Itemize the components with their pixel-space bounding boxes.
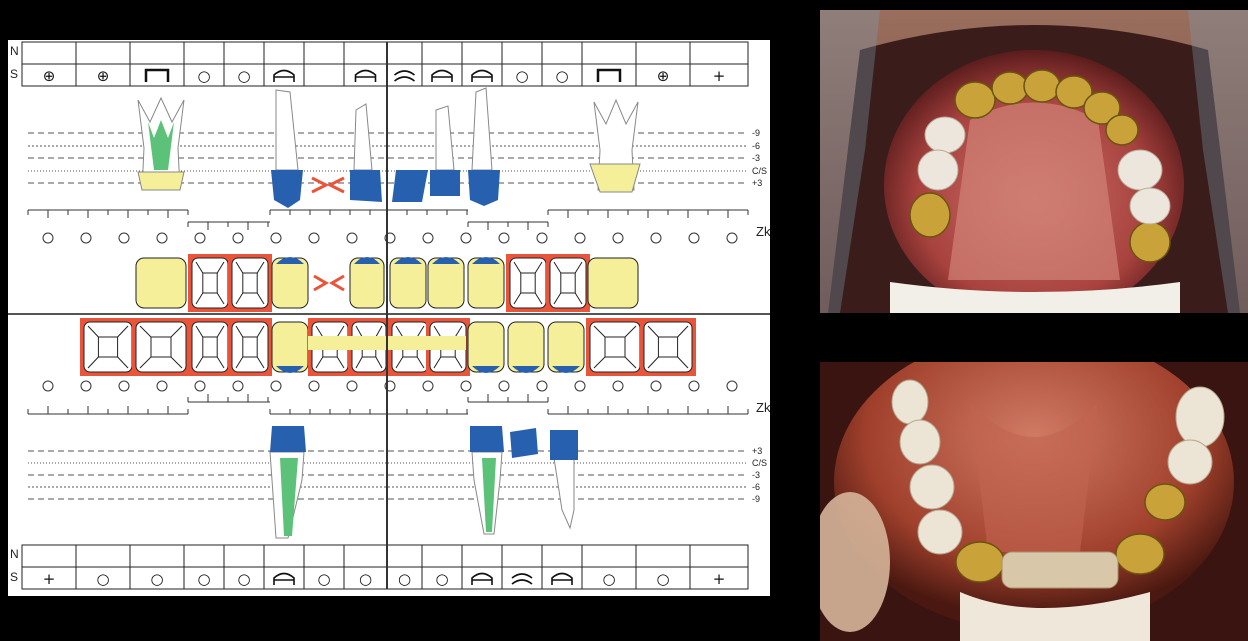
upper-occ-tooth-9 bbox=[506, 254, 550, 312]
level-label-lower-cs: C/S hran bbox=[752, 458, 770, 468]
upper-status-symbol-10 bbox=[472, 71, 492, 83]
upper-occ-tooth-8 bbox=[468, 257, 504, 308]
lower-occ-tooth-10 bbox=[468, 322, 504, 373]
level-label-upper-minus6: -6 bbox=[752, 141, 760, 151]
upper-gap-arrows bbox=[312, 178, 344, 192]
level-label-lower-plus3: +3 bbox=[752, 446, 762, 456]
upper-tooth-molar-left bbox=[138, 98, 184, 190]
upper-tooth-incisor-left bbox=[350, 104, 382, 202]
upper-status-table bbox=[22, 42, 748, 86]
upper-occ-tooth-10 bbox=[546, 254, 590, 312]
lower-occ-tooth-14 bbox=[640, 318, 696, 376]
level-label-lower-minus9: -9 bbox=[752, 494, 760, 504]
lower-occ-tooth-4 bbox=[228, 318, 272, 376]
upper-occ-tooth-3 bbox=[228, 254, 272, 312]
lower-status-symbol-13: ○ bbox=[602, 570, 615, 588]
lower-occ-tooth-11 bbox=[508, 322, 544, 373]
upper-status-symbol-9 bbox=[432, 71, 452, 83]
upper-status-symbol-2 bbox=[146, 70, 168, 82]
lower-status-symbol-3: ○ bbox=[197, 570, 210, 588]
upper-status-symbol-15: + bbox=[713, 67, 726, 85]
lower-status-symbol-6: ○ bbox=[317, 570, 330, 588]
upper-status-symbol-5 bbox=[274, 71, 294, 83]
lower-status-symbol-5 bbox=[274, 574, 294, 586]
upper-tooth-canine-right bbox=[468, 88, 500, 206]
level-label-upper-cs: C/S hran bbox=[752, 166, 770, 176]
upper-status-symbol-8 bbox=[395, 71, 415, 81]
upper-status-symbol-14: ⊕ bbox=[657, 67, 670, 85]
upper-occ-tooth-2 bbox=[188, 254, 232, 312]
lower-s-label: S bbox=[10, 570, 18, 584]
lower-zk-label: Zk bbox=[756, 400, 770, 415]
upper-tooth-incisor-right-1 bbox=[392, 170, 428, 202]
upper-tooth-incisor-right-2 bbox=[430, 106, 460, 196]
lower-status-symbol-8: ○ bbox=[398, 570, 411, 588]
upper-status-symbol-13 bbox=[598, 70, 620, 82]
upper-status-symbol-11: ○ bbox=[515, 67, 528, 85]
upper-jaw-photo bbox=[820, 10, 1248, 313]
level-label-upper-minus9: -9 bbox=[752, 128, 760, 138]
lower-occ-tooth-2 bbox=[132, 318, 190, 376]
level-label-lower-minus3: -3 bbox=[752, 470, 760, 480]
upper-status-symbol-7 bbox=[356, 71, 376, 83]
upper-n-label: N bbox=[10, 44, 19, 58]
lower-tooth-canine-right bbox=[470, 426, 504, 534]
lower-status-table bbox=[22, 545, 748, 589]
lower-status-symbol-2: ○ bbox=[150, 570, 163, 588]
upper-s-label: S bbox=[10, 67, 18, 81]
lower-n-label: N bbox=[10, 547, 19, 561]
bridge-pontic bbox=[1002, 552, 1118, 588]
lower-status-symbol-11 bbox=[512, 574, 532, 584]
dental-chart: ⊕ ⊕ ○ ○ ○ ○ ⊕ + N S + ○ ○ ○ ○ ○ ○ ○ ○ ○ ○ + N S -9 -6 -3 C… bbox=[8, 40, 770, 596]
lower-tooth-canine-left bbox=[270, 426, 306, 538]
lower-occ-tooth-12 bbox=[548, 322, 584, 373]
lower-occ-tooth-3 bbox=[188, 318, 232, 376]
lower-status-symbol-14: ○ bbox=[656, 570, 669, 588]
level-label-lower-minus6: -6 bbox=[752, 482, 760, 492]
upper-occ-gap-arrows bbox=[314, 276, 344, 290]
upper-status-symbol-3: ○ bbox=[197, 67, 210, 85]
lower-tooth-premolar-right-1 bbox=[510, 428, 538, 458]
lower-status-symbol-10 bbox=[472, 574, 492, 586]
lower-status-symbol-1: ○ bbox=[96, 570, 109, 588]
upper-status-symbol-0: ⊕ bbox=[43, 67, 56, 85]
lower-status-symbol-4: ○ bbox=[237, 570, 250, 588]
lower-status-symbol-9: ○ bbox=[435, 570, 448, 588]
upper-tooth-canine-left bbox=[271, 90, 303, 208]
lower-status-symbol-0: + bbox=[43, 570, 56, 588]
lower-tooth-premolar-right-2 bbox=[550, 430, 578, 528]
upper-occ-tooth-7 bbox=[428, 257, 464, 308]
lower-occ-tooth-1 bbox=[80, 318, 136, 376]
upper-occ-tooth-5 bbox=[350, 257, 384, 308]
upper-occ-tooth-4 bbox=[272, 257, 308, 308]
lower-status-symbol-12 bbox=[552, 574, 572, 586]
upper-status-symbol-4: ○ bbox=[237, 67, 250, 85]
lower-jaw-photo bbox=[820, 362, 1248, 641]
upper-occ-tooth-6 bbox=[390, 257, 426, 308]
level-label-upper-minus3: -3 bbox=[752, 153, 760, 163]
upper-occ-tooth-1 bbox=[136, 258, 186, 308]
upper-status-symbol-12: ○ bbox=[555, 67, 568, 85]
upper-status-symbol-1: ⊕ bbox=[97, 67, 110, 85]
upper-zk-label: Zk bbox=[756, 224, 770, 239]
lower-status-symbol-15: + bbox=[713, 570, 726, 588]
lower-occ-tooth-13 bbox=[586, 318, 644, 376]
level-label-upper-plus3: +3 bbox=[752, 178, 762, 188]
upper-occ-tooth-11 bbox=[588, 258, 638, 308]
lower-status-symbol-7: ○ bbox=[359, 570, 372, 588]
lower-occ-tooth-5 bbox=[272, 322, 308, 373]
